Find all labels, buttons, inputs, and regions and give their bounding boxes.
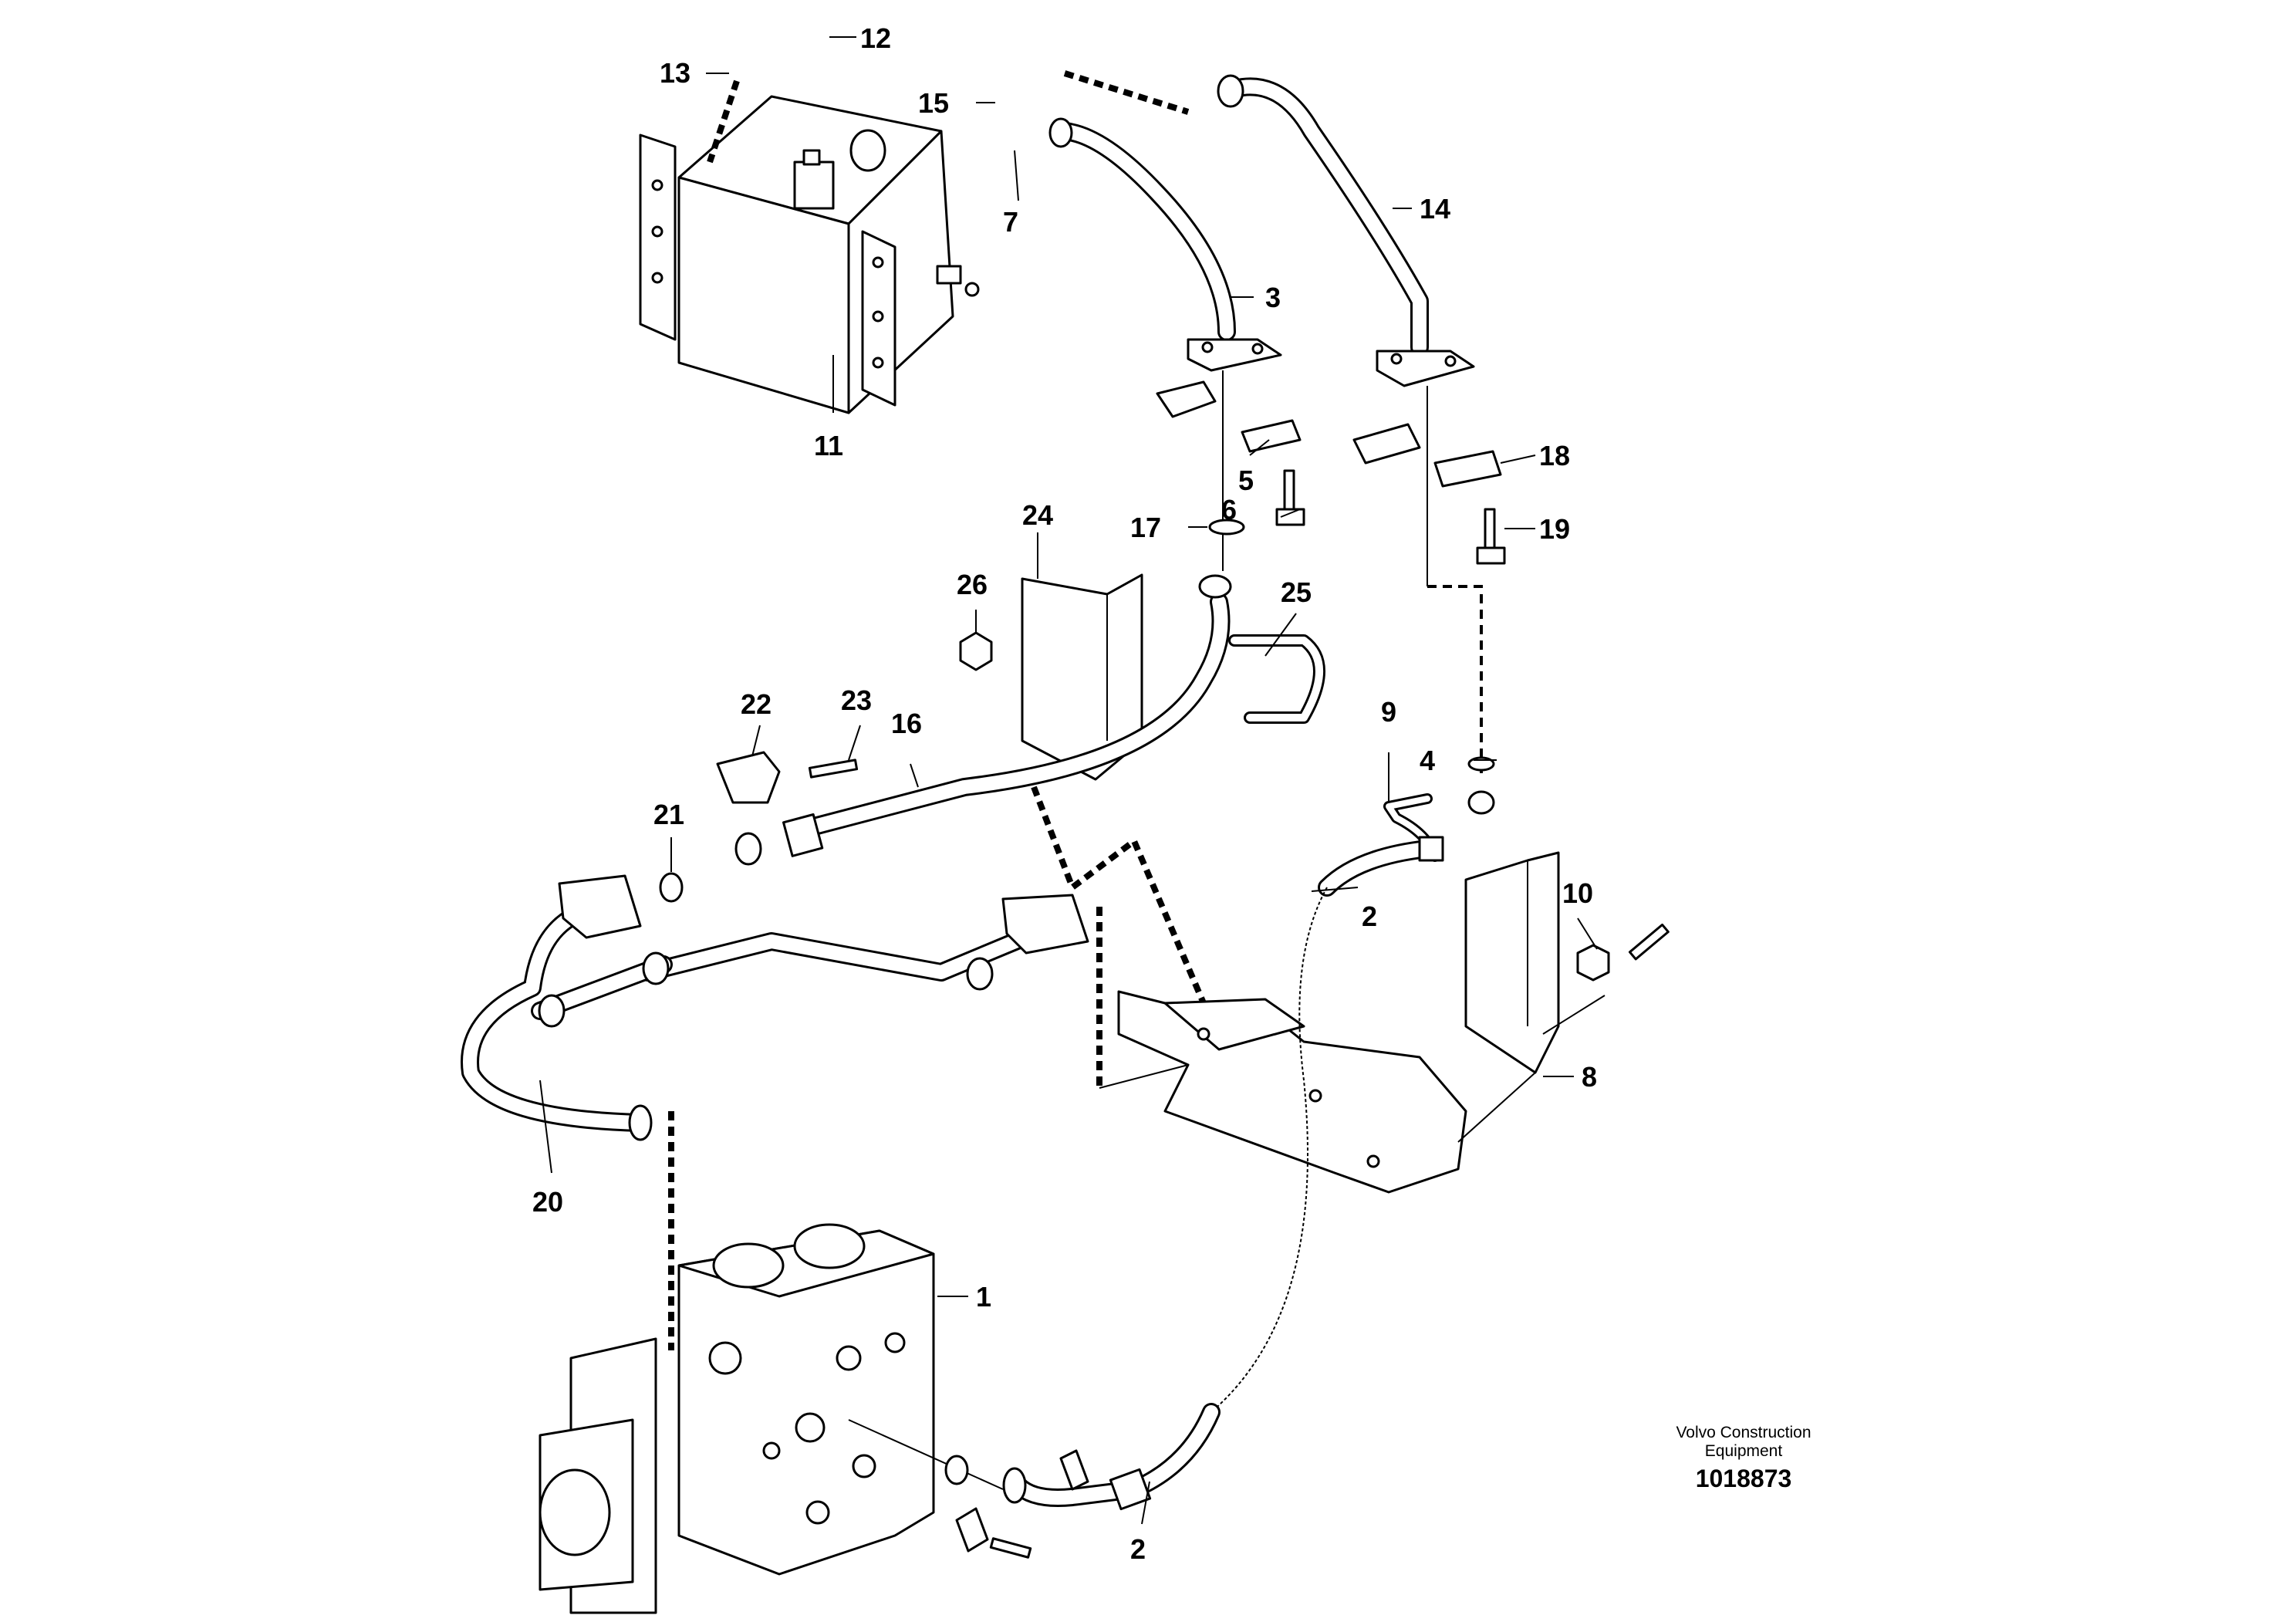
callout-1: 1: [976, 1281, 991, 1313]
dashed-link-19: [1427, 585, 1483, 779]
pipe-14: [1217, 74, 1475, 387]
document-number: 1018873: [1695, 1465, 1792, 1492]
bracket-8: [1464, 851, 1560, 1074]
nut-26: [959, 631, 993, 671]
callout-14: 14: [1420, 193, 1450, 225]
u-bolt-25: [1228, 634, 1325, 724]
callout-10: 10: [1562, 877, 1593, 909]
callout-labels: 1 2 2 3 4 5 6 7 8 9 10 11 12 13 14 15 16…: [532, 22, 1597, 1565]
callout-4: 4: [1420, 745, 1435, 776]
hose-2-lower: [1002, 1403, 1221, 1511]
o-ring-valve: [944, 1455, 969, 1485]
pipe-20: [461, 874, 1089, 1141]
callout-13: 13: [660, 57, 690, 89]
o-ring-21: [659, 872, 684, 903]
screw-10: [1628, 923, 1670, 961]
screw-lower: [989, 1537, 1032, 1559]
hose-16: [734, 574, 1232, 866]
callout-24: 24: [1022, 499, 1053, 531]
callout-22: 22: [741, 688, 772, 720]
callout-26: 26: [957, 569, 988, 600]
hydraulic-tank: [639, 95, 980, 414]
clamp-22: [716, 751, 781, 804]
callout-2-upper: 2: [1362, 901, 1377, 932]
dashed-link-tank-14: [1063, 70, 1190, 115]
screw-5: [1275, 469, 1305, 526]
control-valve: [539, 1223, 935, 1614]
screw-19: [1476, 508, 1506, 565]
flange-half-5: [1156, 380, 1302, 453]
hose-2-upper: [1318, 790, 1495, 897]
callout-17: 17: [1130, 512, 1161, 543]
flange-half-18: [1352, 423, 1502, 488]
callout-19: 19: [1539, 513, 1570, 545]
brand-line-1: Volvo Construction: [1676, 1424, 1811, 1441]
callout-15: 15: [918, 87, 949, 119]
callout-9: 9: [1381, 696, 1396, 728]
mounting-plate: [1117, 990, 1467, 1194]
callout-11: 11: [814, 430, 843, 461]
o-ring-17: [1208, 519, 1245, 536]
callout-5: 5: [1238, 465, 1254, 496]
pipe-3: [1048, 117, 1282, 372]
nut-10: [1576, 944, 1610, 982]
callout-20: 20: [532, 1186, 563, 1218]
callout-2-lower: 2: [1130, 1533, 1146, 1565]
callout-21: 21: [653, 799, 684, 830]
dashed-link-24-plate: [1031, 786, 1207, 1005]
callout-12: 12: [860, 22, 891, 54]
callout-18: 18: [1539, 440, 1570, 471]
callout-6: 6: [1221, 494, 1237, 525]
brand-caption: Volvo Construction Equipment: [1643, 1424, 1844, 1461]
flange-half-lower: [955, 1449, 1089, 1553]
callout-25: 25: [1281, 576, 1312, 608]
callout-23: 23: [841, 684, 872, 716]
screw-23: [808, 759, 859, 779]
callout-8: 8: [1582, 1061, 1597, 1093]
hose-2-route: [1210, 887, 1328, 1413]
callout-7: 7: [1003, 206, 1018, 238]
brand-line-2: Equipment: [1704, 1442, 1783, 1460]
callout-16: 16: [891, 708, 922, 739]
callout-3: 3: [1265, 282, 1281, 313]
leader-lines: [539, 36, 1598, 1525]
